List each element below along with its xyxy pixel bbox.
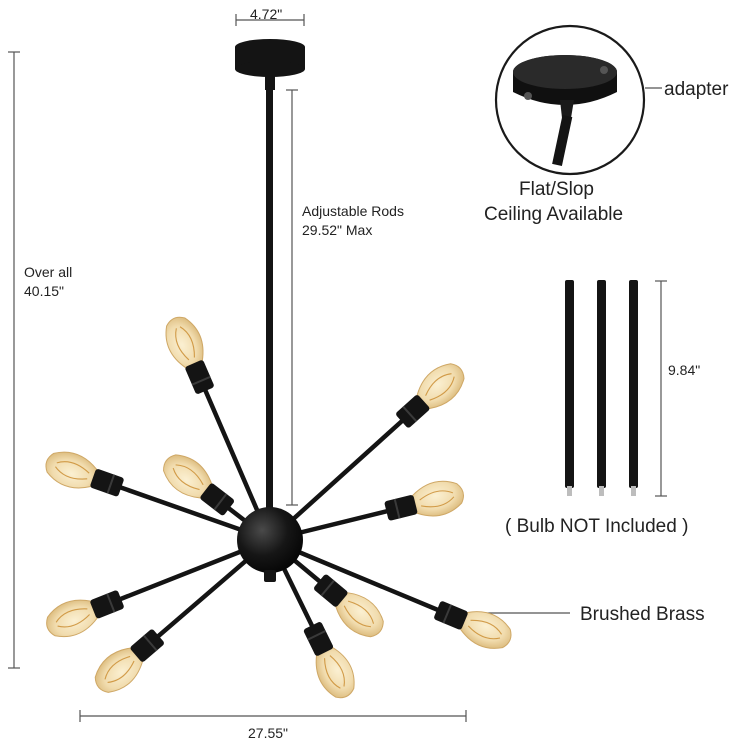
bulb [411,480,464,517]
socket [200,483,234,516]
rods-label-line2: 29.52" Max [302,222,373,238]
rods-label-line1: Adjustable Rods [302,203,404,219]
arms-group [45,316,512,699]
overall-width-label: 27.55" [248,725,289,741]
socket [90,469,124,497]
center-ball [237,507,303,573]
overall-height-label-line2: 40.15" [24,283,65,299]
arm-bottom-left [94,537,273,693]
bulb [46,599,98,638]
socket [396,395,430,428]
canopy-width-label: 4.72" [250,6,283,22]
dimension-lines [8,14,667,722]
ball-finial [264,570,276,582]
ceiling-callout-line2: Ceiling Available [484,204,624,225]
bulb-note: ( Bulb NOT Included ) [505,516,689,537]
bulb [315,646,355,699]
bulb [45,451,98,489]
arm-lower-left [46,537,273,638]
socket [384,495,418,521]
bulb [416,363,465,410]
bulb [165,316,204,369]
adapter-callout: adapter [664,79,729,100]
down-rod [266,88,273,508]
arm-right [267,537,512,649]
arm-bottom-right-inner [267,537,384,638]
rod-threads [567,486,636,496]
rod-length-label: 9.84" [668,362,701,378]
bulb [163,454,213,499]
arm-up-left [165,316,273,543]
socket [314,574,348,607]
spare-rods [565,280,638,488]
bulb [459,611,512,649]
ceiling-callout-line1: Flat/Slop [519,179,594,200]
socket [90,590,124,619]
finish-callout: Brushed Brass [580,604,705,625]
adapter-inset [494,24,646,176]
socket [185,360,214,394]
bulb [94,647,144,693]
bulb [335,592,384,638]
socket [303,622,334,656]
socket [130,629,164,662]
overall-height-label-line1: Over all [24,264,73,280]
socket [434,601,468,630]
canopy [235,39,305,90]
